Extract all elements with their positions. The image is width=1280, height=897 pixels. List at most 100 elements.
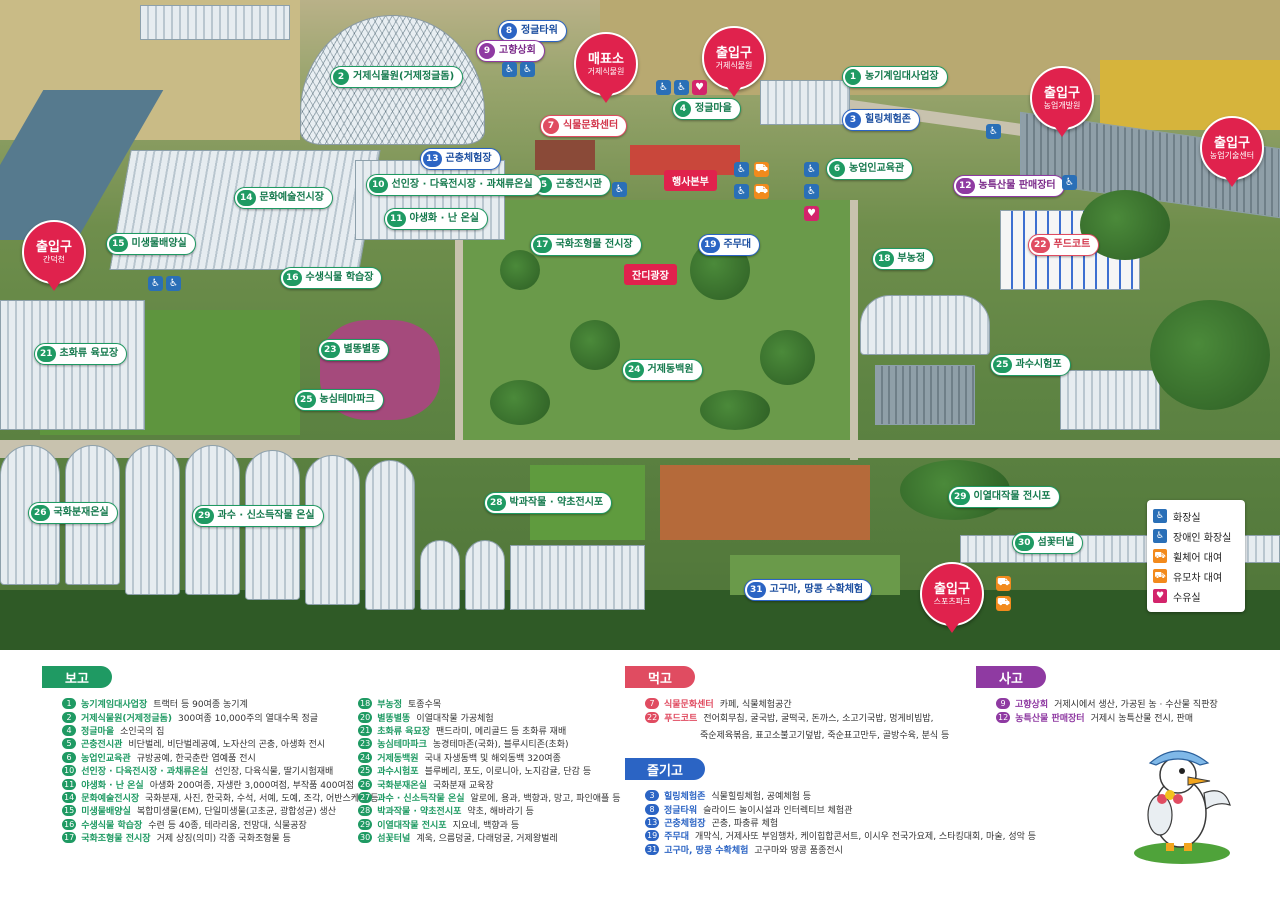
item-name: 거제동백원: [377, 753, 419, 764]
nursing-room-icon: ♥: [804, 206, 819, 221]
greenhouse: [365, 460, 415, 610]
tree: [1150, 300, 1270, 410]
legend-item-stroller: ⛟유모차 대여: [1153, 569, 1223, 584]
item-number-badge: 10: [62, 765, 77, 777]
item-number-badge: 13: [645, 816, 660, 828]
item-description: 농경테마존(국화), 블루시티존(초화): [432, 740, 569, 751]
item-number-badge: 11: [62, 778, 77, 790]
item-name: 섬꽃터널: [377, 834, 411, 845]
item-name: 선인장 · 다육전시장 · 과채류온실: [81, 767, 209, 778]
greenhouse: [125, 445, 180, 595]
item-description: 약초, 해바라기 등: [467, 807, 534, 818]
item-name: 곤충전시관: [81, 740, 123, 751]
road: [850, 200, 858, 460]
item-description: 거제시 농특산물 전시, 판매: [1090, 713, 1194, 724]
item-description: 거제시에서 생산, 가공된 농 · 수산물 직판장: [1054, 700, 1218, 711]
item-number-badge: 19: [645, 830, 660, 842]
road: [455, 200, 463, 450]
item-description: 카페, 식물체험공간: [719, 700, 792, 711]
legend-item-toilet: ♿화장실: [1153, 506, 1239, 526]
item-number-badge: 23: [358, 738, 373, 750]
item-name: 별똥별똥: [377, 713, 411, 724]
item-description: 슬라이드 놀이시설과 인터렉티브 체험관: [703, 805, 853, 816]
section-title-see: 보고: [42, 666, 112, 688]
item-name: 정글마을: [81, 726, 115, 737]
lawn-plaza-label[interactable]: 잔디광장: [624, 264, 677, 285]
legend-item-accessible-toilet: ♿장애인 화장실: [1153, 526, 1239, 546]
greenhouse: [465, 540, 505, 610]
item-number-badge: 14: [62, 791, 77, 803]
toilet-icon: ♿: [1153, 509, 1167, 523]
seagull-mascot-icon: [1134, 750, 1231, 864]
item-description: 개막식, 거제사또 부임행차, 케이힙합콘서트, 이시우 전국가요제, 스타킹대…: [695, 832, 1037, 843]
item-name: 초화류 육묘장: [377, 726, 431, 737]
item-name: 거제식물원(거제정글돔): [81, 713, 173, 724]
item-number-badge: 20: [358, 711, 373, 723]
tree: [490, 380, 550, 425]
event-hq-label[interactable]: 행사본부: [664, 170, 717, 191]
item-name: 문화예술전시장: [81, 793, 140, 804]
item-name: 박과작물 · 약초전시포: [377, 807, 462, 818]
item-number-badge: 12: [996, 711, 1011, 723]
item-description: 비단벌레, 비단벌레공예, 노자산의 곤충, 아생화 전시: [128, 740, 326, 751]
greenhouse: [860, 295, 990, 355]
toilet-icon: ♿: [656, 80, 671, 95]
item-number-badge: 8: [645, 803, 659, 815]
item-name: 국화조형물 전시장: [81, 834, 151, 845]
nursing-room-icon: ♥: [692, 80, 707, 95]
item-description: 토종수목: [408, 700, 442, 711]
tree: [760, 330, 815, 385]
item-description: 아생화 200여종, 자생란 3,000여점, 부작품 400여점: [149, 780, 355, 791]
